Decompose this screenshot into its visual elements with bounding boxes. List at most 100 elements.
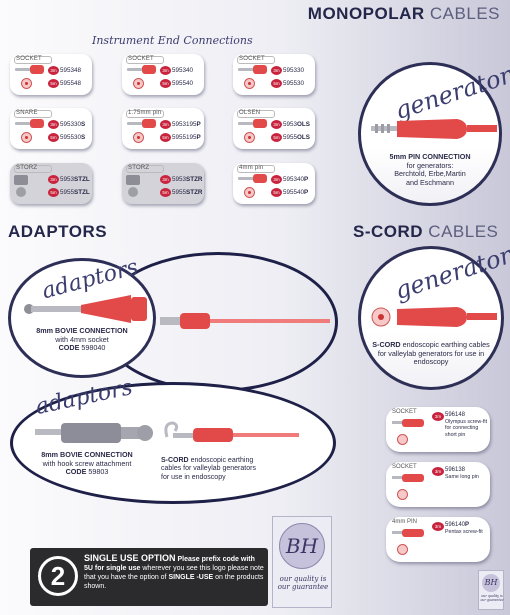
product-code: 5955STZL [60, 189, 90, 196]
bh-monogram-small: BH [482, 574, 500, 592]
storz-end-icon [16, 187, 26, 197]
length-badge: 3m [271, 175, 282, 184]
connector-plug-icon [30, 65, 44, 74]
length-badge: 3m [48, 120, 59, 129]
product-code: 5953195P [172, 121, 201, 128]
card-label: OLSEN [239, 110, 261, 116]
bh-logo-small: BH our quality is our guarantee [478, 570, 504, 610]
adaptors-script-bottom: adaptors [33, 375, 135, 420]
card-label-frame [126, 110, 164, 118]
product-code: 5953STZR [172, 176, 203, 183]
adaptor-top-caption: 8mm BOVIE CONNECTION with 4mm socket COD… [36, 326, 128, 353]
connector-plug-icon [142, 65, 156, 74]
connector-tip-icon [392, 476, 403, 479]
connector-tip-icon [127, 68, 143, 71]
logo-tagline-small: our quality is our guarantee [480, 594, 504, 602]
instrument-end-heading: Instrument End Connections [92, 34, 253, 47]
card-label-frame [14, 56, 52, 64]
connector-tip-icon [238, 122, 254, 125]
product-code: 5953OLS [283, 121, 310, 128]
connector-tip-icon [238, 68, 254, 71]
card-label: STORZ [16, 165, 38, 171]
connector-tip-icon [15, 122, 31, 125]
adaptors-bottom-oval: adaptors 8mm BOVIE CONNECTION with hook … [10, 375, 336, 504]
product-code: 595540P [283, 189, 309, 196]
length-badge: 5m [48, 79, 59, 88]
card-label: SOCKET [16, 56, 42, 62]
generator-pin-plug-image [371, 119, 497, 139]
adaptor-scord-caption: S-CORD endoscopic earthing cables for va… [161, 457, 256, 481]
product-code: 596138 [445, 467, 466, 473]
length-badge: 5m [160, 133, 171, 142]
scord-generator-caption: S-CORD endoscopic earthing cables for va… [372, 340, 490, 367]
length-badge: 5m [160, 79, 171, 88]
card-label: STORZ [128, 165, 150, 171]
connector-plug-icon [30, 119, 44, 128]
scord-cables-title: S-CORD CABLES [353, 222, 499, 241]
connector-end-icon [21, 132, 32, 143]
logo-tagline: our quality is our guarantee [277, 575, 329, 591]
length-badge: 3m [160, 66, 171, 75]
connector-tip-icon [15, 68, 31, 71]
card-label-frame [14, 110, 52, 118]
scord-hook-image [164, 421, 299, 442]
connector-end-icon [21, 78, 32, 89]
adaptor-bottom-caption: 8mm BOVIE CONNECTION with hook screw att… [41, 450, 133, 477]
product-code: 596148 [445, 412, 466, 418]
product-code: 5955195P [172, 134, 201, 141]
scord-card-label: 4mm PIN [392, 519, 418, 525]
scord-card-label: SOCKET [392, 464, 417, 470]
product-description: Olympus screw-fit for connecting short p… [445, 419, 488, 438]
product-code: 5955STZR [172, 189, 203, 196]
product-code: 595548 [60, 80, 82, 87]
card-label-frame [126, 165, 164, 173]
connector-end-icon [244, 78, 255, 89]
connector-plug-icon [402, 419, 424, 427]
generator-circle-top: generator 5mm PIN CONNECTION for generat… [358, 61, 510, 206]
product-description: Pentax screw-fit [445, 529, 483, 535]
length-badge: 5m [271, 133, 282, 142]
card-label: SOCKET [239, 56, 265, 62]
card-label: SNARE [16, 110, 38, 116]
length-badge: 3m [48, 66, 59, 75]
scord-generator-plug-image [371, 307, 497, 327]
length-badge: 3m [160, 120, 171, 129]
scord-generator-script: generator [391, 241, 510, 305]
product-code: 595530 [283, 80, 305, 87]
product-code: 5955OLS [283, 134, 310, 141]
scord-card-label: SOCKET [392, 409, 417, 415]
product-code: 595330S [60, 121, 86, 128]
length-badge: 3m [432, 467, 444, 476]
connector-plug-icon [142, 119, 156, 128]
length-badge: 3m [432, 412, 444, 421]
product-code: 595340P [283, 176, 309, 183]
product-code: 596140P [445, 522, 470, 528]
card-label: 1.75mm pin [128, 110, 162, 116]
connector-tip-icon [127, 122, 143, 125]
connector-end-icon [133, 132, 144, 143]
product-code: 5953STZL [60, 176, 90, 183]
length-badge: 5m [48, 133, 59, 142]
card-label: 4mm pin [239, 165, 264, 171]
monopolar-cables-title: MONOPOLAR CABLES [307, 4, 500, 23]
length-badge: 5m [48, 188, 59, 197]
card-label-frame [237, 56, 275, 64]
connector-plug-icon [253, 174, 267, 183]
connector-tip-icon [392, 421, 403, 424]
card-label-frame [126, 56, 164, 64]
scord-generator-circle: generator S-CORD endoscopic earthing cab… [358, 241, 510, 390]
adaptors-top-circle: adaptors 8mm BOVIE CONNECTION with 4mm s… [8, 255, 156, 378]
connector-end-icon [133, 78, 144, 89]
product-code: 595530S [60, 134, 86, 141]
connector-plug-icon [253, 119, 267, 128]
card-label-frame [237, 110, 275, 118]
connector-plug-icon [402, 474, 424, 482]
single-use-text: SINGLE USE OPTION Please prefix code wit… [84, 553, 264, 591]
storz-connector-icon [126, 175, 140, 185]
